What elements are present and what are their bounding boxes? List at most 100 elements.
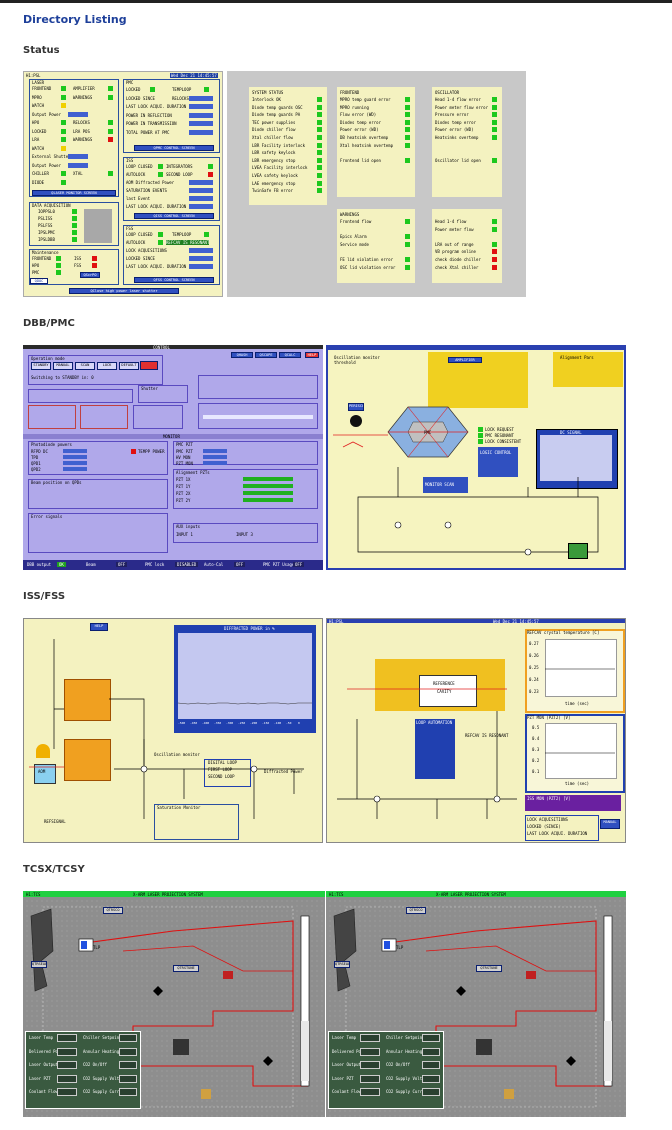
interlock-row-led bbox=[405, 142, 410, 148]
tcs-right-label: Chiller Setpoint bbox=[83, 1035, 122, 1040]
lock-request-label: LOCK REQUEST bbox=[485, 427, 514, 432]
manual-button[interactable]: MANUAL bbox=[600, 819, 620, 829]
tcs-qtrseal-button[interactable]: QTRSEAL bbox=[334, 961, 350, 968]
interlock-row-label: MPRO running bbox=[340, 104, 369, 110]
tcs-right-field bbox=[119, 1061, 137, 1069]
fss-row-label: LOCKED SINCE bbox=[126, 256, 155, 261]
dbb-top-button[interactable]: QSCOPE bbox=[255, 352, 277, 358]
pmc-signal-wires bbox=[333, 434, 599, 556]
logic-control-label: LOGIC CONTROL bbox=[480, 450, 512, 455]
tcs-left-label: Laser PZT bbox=[29, 1075, 51, 1081]
tcs-right-field bbox=[422, 1034, 440, 1042]
interlock-row-led bbox=[317, 112, 322, 118]
diffracted-xtick: -450 bbox=[190, 721, 198, 725]
interlock-row-led bbox=[317, 165, 322, 171]
laser-row-led bbox=[61, 137, 66, 142]
interlock-panel bbox=[432, 209, 502, 283]
tcs-qtrstune-button[interactable]: QTRSTUNE bbox=[173, 965, 199, 972]
iss-right-label: SECOND LOOP bbox=[166, 172, 193, 177]
iss-layout-screenshot[interactable]: DIFFRACTED POWER in % AOM HELP Oscillati… bbox=[23, 618, 323, 843]
pmc-row-label: LAST LOCK ACQUI. DURATION bbox=[126, 104, 187, 109]
operation-mode-button[interactable]: MANUAL bbox=[53, 362, 73, 370]
laser-power-field bbox=[68, 162, 88, 168]
laser-row-label: HPO bbox=[32, 120, 40, 125]
close-shutter-button[interactable]: QClose high power laser shutter bbox=[69, 288, 179, 294]
interlock-row-label: Frontend flow bbox=[340, 219, 372, 224]
amplifier-box[interactable]: AMPLIFIER bbox=[448, 357, 482, 363]
pmc-panel bbox=[123, 79, 220, 153]
tcs-left-label: Laser Output bbox=[332, 1062, 361, 1067]
refcav-temp-ytick: 0.25 bbox=[529, 665, 539, 670]
dbb-footer-label: Beam bbox=[86, 562, 96, 567]
interlock-row-led bbox=[492, 264, 497, 270]
laser-monitor-button[interactable]: QLASER MONITOR SCREEN bbox=[32, 190, 116, 196]
reference-cavity-box bbox=[419, 675, 477, 707]
operation-mode-button[interactable]: STANDBY bbox=[31, 362, 51, 370]
maintenance-row-label: FRONTEND bbox=[32, 256, 52, 261]
dbb-control-screenshot[interactable]: CONTROL HELP Operation mode Switching to… bbox=[23, 345, 323, 570]
periscope-box[interactable]: PERISCOPE bbox=[348, 403, 364, 411]
iss-help-button[interactable]: HELP bbox=[90, 623, 108, 631]
loop-automation-box[interactable] bbox=[415, 719, 455, 779]
dbb-top-button[interactable]: QHASH bbox=[231, 352, 253, 358]
photodiode-row-field bbox=[63, 455, 87, 459]
tcs-left-label: Delivered Power bbox=[332, 1048, 369, 1054]
laser-row-label: FRONTEND bbox=[32, 86, 52, 91]
tcs-titlebar bbox=[326, 891, 626, 897]
pmc-panel-title: PMC bbox=[126, 80, 134, 85]
alignment-row-label: PZT 2X bbox=[176, 491, 191, 496]
operation-mode-button[interactable]: LOCK bbox=[97, 362, 117, 370]
fss-layout-screenshot[interactable]: H1:PSL Wed Dec 21 14:45:57 REFERENCE CAV… bbox=[326, 618, 626, 843]
interlock-row-label: Interlock OK bbox=[252, 97, 281, 102]
pmc-control-button[interactable]: QPMC CONTROL SCREEN bbox=[134, 145, 214, 151]
dbb-stop-button[interactable] bbox=[140, 361, 158, 370]
status-overview-screenshot[interactable]: H1:PSL Wed Dec 21 14:45:57 LASER QLASER … bbox=[23, 71, 223, 297]
pmc-pzt-row-field bbox=[203, 455, 227, 459]
last-lock-label: LAST LOCK ACQUI. DURATION bbox=[527, 831, 588, 836]
pmc-row-field bbox=[189, 104, 213, 109]
pmc-row-label: POWER IN REFLECTION bbox=[126, 112, 172, 118]
operation-mode-button[interactable]: DEFAULT bbox=[119, 362, 139, 370]
diffracted-plot-area bbox=[178, 633, 312, 719]
daq-row-label: IPSLPMC bbox=[38, 230, 55, 235]
tcs-qtrseal-button[interactable]: QTRSEAL bbox=[31, 961, 47, 968]
dbb-help-button[interactable]: HELP bbox=[305, 352, 319, 358]
fss-row-label: LOOP CLOSED bbox=[126, 232, 153, 237]
pmc-row-field bbox=[189, 121, 213, 126]
daq-row-label: IPSLDBB bbox=[38, 237, 55, 242]
pmc-temploop-label: TEMPLOOP bbox=[172, 87, 192, 92]
qscrpo-button[interactable]: QScrPO bbox=[80, 272, 100, 278]
tcs-qtrstune-button[interactable]: QTRSTUNE bbox=[476, 965, 502, 972]
dbb-titlebar bbox=[23, 345, 323, 349]
interlock-row-led bbox=[317, 188, 322, 194]
pmc-slider[interactable] bbox=[203, 415, 313, 419]
interlock-row-label: Diode chiller flow bbox=[252, 127, 296, 133]
dbb-top-button[interactable]: QCALC bbox=[279, 352, 301, 358]
daq-row-label: PSLISS bbox=[38, 216, 53, 221]
logic-control-box[interactable] bbox=[478, 447, 518, 477]
tcs-qtrsco-button[interactable]: QTRSCO bbox=[103, 907, 123, 914]
lamp-icon bbox=[36, 744, 50, 758]
maintenance-right-label: FSS bbox=[74, 263, 82, 268]
iss-row-field bbox=[189, 196, 213, 201]
diffracted-xtick: -300 bbox=[226, 721, 234, 725]
lock-request-led bbox=[478, 427, 483, 432]
tcs-left-label: Delivered Power bbox=[29, 1048, 66, 1054]
interlock-row-led bbox=[405, 97, 410, 102]
qdoc-button[interactable]: QDOC bbox=[30, 278, 48, 284]
top-rule bbox=[0, 0, 672, 3]
tcs-qtrsco-button[interactable]: QTRSCO bbox=[406, 907, 426, 914]
photodiode-panel bbox=[28, 441, 168, 475]
fss-row-field bbox=[189, 264, 213, 269]
monitor-scan-box[interactable] bbox=[423, 477, 468, 493]
fss-control-button[interactable]: QFSS CONTROL SCREEN bbox=[134, 277, 214, 283]
diffracted-xtick: 0 bbox=[298, 721, 300, 725]
iss-control-button[interactable]: QISS CONTROL SCREEN bbox=[134, 213, 214, 219]
operation-mode-button[interactable]: SCAN bbox=[75, 362, 95, 370]
interlock-row-label: FE lid violation error bbox=[340, 257, 393, 262]
pmc-layout-screenshot[interactable]: Oscillation monitor threshold AMPLIFIER … bbox=[326, 345, 626, 570]
tcs-right-field bbox=[422, 1047, 440, 1056]
